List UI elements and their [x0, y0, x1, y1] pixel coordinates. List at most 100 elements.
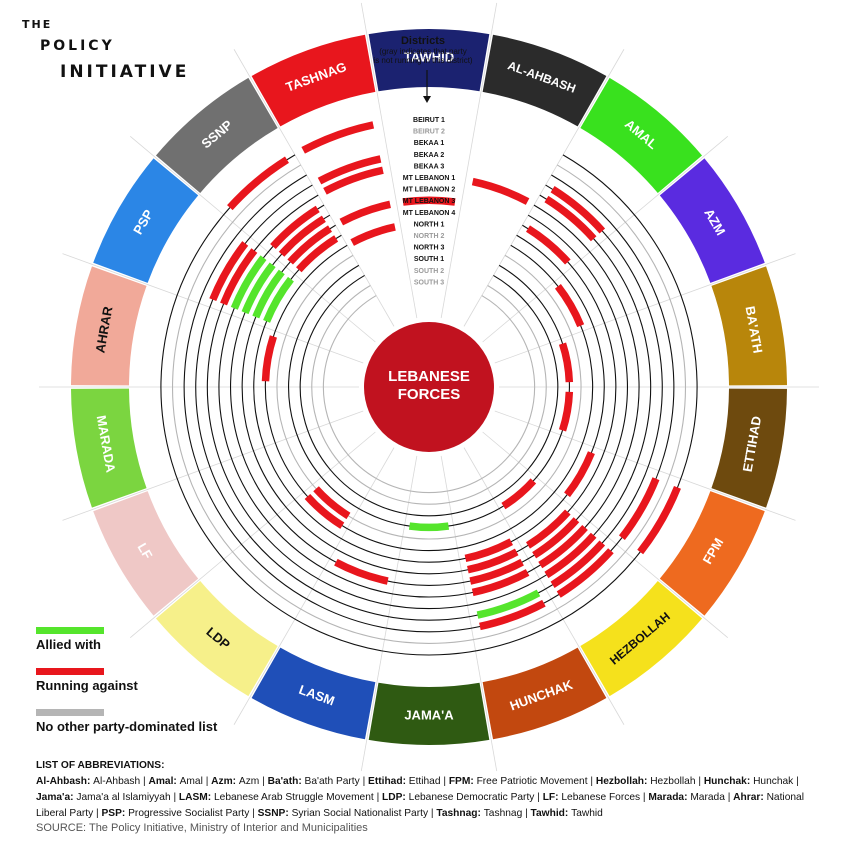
spoke-line: [360, 2, 418, 319]
spoke-line: [233, 447, 395, 725]
abbreviation-entry: FPM: Free Patriotic Movement: [448, 776, 588, 787]
party-label: JAMA'A: [404, 707, 454, 722]
legend-no-list-swatch: [36, 709, 104, 716]
abbreviation-entry: LASM: Lebanese Arab Struggle Movement: [178, 792, 374, 803]
against-arc: [323, 166, 384, 195]
against-arc: [301, 121, 375, 154]
against-arc: [334, 558, 389, 585]
against-arc: [296, 235, 339, 273]
against-arc: [479, 599, 546, 631]
allied-arc: [476, 589, 541, 619]
against-arc: [618, 477, 660, 541]
allied-arc: [230, 255, 267, 310]
district-label: SOUTH 1: [414, 256, 444, 263]
district-ring: [218, 204, 640, 598]
abbreviations-body: Al-Ahbash: Al-Ahbash | Amal: Amal | Azm:…: [36, 776, 804, 819]
spoke-line: [482, 136, 729, 343]
district-label: SOUTH 3: [414, 279, 444, 286]
spoke-line: [62, 253, 364, 364]
against-arc: [525, 509, 571, 549]
against-arc: [220, 248, 258, 306]
against-arc: [558, 342, 574, 383]
against-arc: [550, 186, 606, 234]
party-segment: [71, 266, 147, 386]
legend-against-label: Running against: [36, 678, 138, 693]
district-ring: [311, 285, 547, 505]
center-party-label: FORCES: [398, 386, 461, 403]
district-ring: [230, 214, 628, 586]
spoke-line: [440, 2, 498, 319]
source-note: SOURCE: The Policy Initiative, Ministry …: [36, 822, 368, 834]
spoke-line: [463, 447, 625, 725]
district-label: SOUTH 2: [414, 268, 444, 275]
party-segment: [482, 647, 607, 740]
district-label: BEIRUT 1: [413, 117, 445, 124]
party-segment: [580, 77, 703, 193]
district-ring: [322, 295, 536, 494]
abbreviation-entry: PSP: Progressive Socialist Party: [101, 808, 250, 819]
district-label: BEKAA 3: [414, 163, 445, 170]
against-arc: [467, 548, 519, 574]
against-arc: [209, 241, 249, 302]
against-arc: [532, 517, 580, 559]
abbreviations-title: LIST OF ABBREVIATIONS:: [36, 760, 165, 771]
abbreviation-entry: Amal: Amal: [148, 776, 203, 787]
legend-against: Running against: [36, 668, 138, 693]
district-ring: [206, 194, 652, 610]
legend-no-list: No other party-dominated list: [36, 709, 217, 734]
party-segment: [251, 34, 376, 127]
against-arc: [278, 215, 326, 257]
abbreviation-entry: Azm: Azm: [211, 776, 260, 787]
abbreviation-entry: Ba'ath: Ba'ath Party: [267, 776, 360, 787]
district-ring: [183, 174, 675, 633]
abbreviation-entry: Al-Ahbash: Al-Ahbash: [36, 776, 141, 787]
spoke-line: [494, 410, 796, 521]
spoke-line: [494, 253, 796, 364]
against-arc: [313, 486, 351, 520]
against-arc: [554, 283, 585, 328]
districts-note: is not running in this district): [373, 56, 472, 65]
allied-arc: [241, 262, 276, 315]
abbreviation-entry: Ettihad: Ettihad: [368, 776, 441, 787]
against-arc: [501, 478, 537, 510]
district-label: MT LEBANON 4: [403, 210, 456, 217]
abbreviation-entry: LDP: Lebanese Democratic Party: [382, 792, 535, 803]
party-segment: [251, 647, 376, 740]
district-ring: [276, 254, 582, 540]
against-arc: [270, 205, 320, 250]
districts-arrow-head: [423, 96, 431, 103]
abbreviation-entry: SSNP: Syrian Social Nationalist Party: [257, 808, 429, 819]
district-label: BEIRUT 2: [413, 129, 445, 136]
against-arc: [550, 540, 606, 588]
spoke-line: [233, 49, 395, 327]
party-segment: [93, 491, 199, 616]
spoke-line: [129, 431, 376, 638]
party-segment: [368, 682, 490, 745]
party-label: TAWHID: [404, 49, 454, 64]
district-label: NORTH 1: [414, 221, 445, 228]
legend-against-swatch: [36, 668, 104, 675]
against-arc: [538, 524, 588, 569]
party-label: LF: [135, 540, 156, 561]
abbreviations-list: LIST OF ABBREVIATIONS: Al-Ahbash: Al-Ahb…: [36, 758, 826, 822]
against-arc: [402, 196, 456, 206]
district-rings: [160, 154, 698, 656]
legend-no-list-label: No other party-dominated list: [36, 719, 218, 734]
party-segment: [659, 491, 765, 616]
against-arc: [471, 177, 530, 205]
party-segment: [155, 581, 278, 697]
party-segment: [155, 77, 278, 193]
allied-arc: [252, 269, 285, 319]
against-arc: [544, 532, 597, 579]
against-arc: [350, 223, 396, 246]
against-arc: [339, 200, 391, 226]
relation-arcs: [209, 121, 681, 631]
district-ring: [160, 154, 698, 656]
party-segment: [711, 388, 787, 508]
district-ring: [195, 184, 663, 621]
against-arc: [471, 569, 530, 597]
district-label: NORTH 2: [414, 233, 445, 240]
party-segment: [71, 388, 147, 508]
